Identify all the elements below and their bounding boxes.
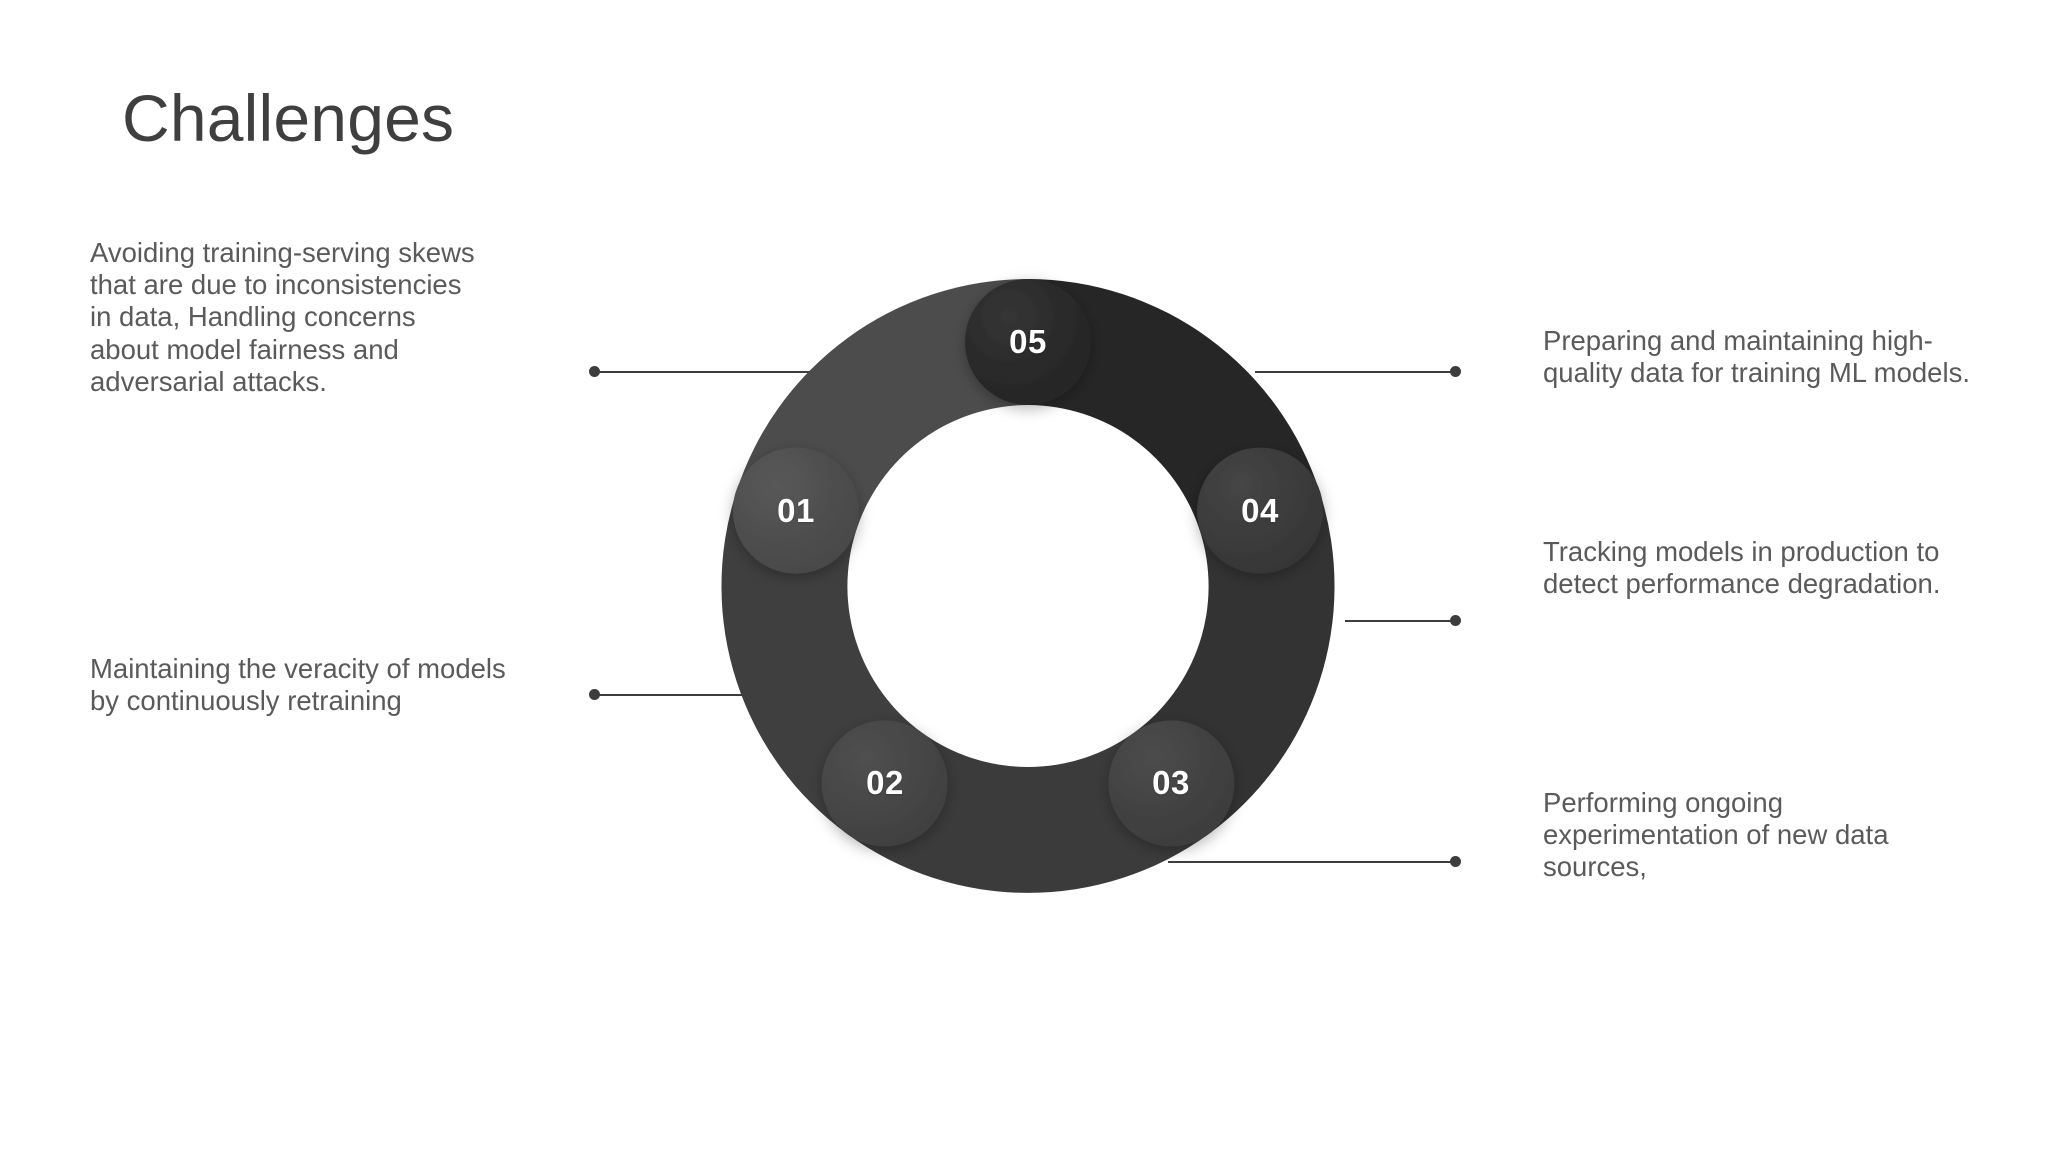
connector-line-03 [1345, 620, 1458, 622]
connector-dot-05 [1450, 856, 1461, 867]
page-title: Challenges [122, 81, 455, 155]
callout-text-04: Preparing and maintaining high-quality d… [1543, 325, 1970, 389]
connector-line-01 [597, 371, 907, 373]
connector-dot-02 [589, 689, 600, 700]
connector-dot-04 [1450, 366, 1461, 377]
callout-text-02: Maintaining the veracity of models by co… [90, 653, 506, 717]
donut-cap-03 [1108, 720, 1235, 847]
connector-line-05 [1168, 861, 1458, 863]
donut-cap-01 [732, 447, 859, 574]
connector-dot-01 [589, 366, 600, 377]
donut-cap-05 [965, 279, 1091, 405]
donut-cap-04 [1197, 447, 1324, 574]
connector-line-02 [597, 694, 762, 696]
donut-cap-02 [821, 720, 948, 847]
donut-chart-svg [721, 279, 1335, 893]
connector-line-04 [1255, 371, 1458, 373]
connector-dot-03 [1450, 615, 1461, 626]
donut-chart: 05 04 03 02 01 [710, 268, 1346, 904]
callout-text-05: Performing ongoing experimentation of ne… [1543, 787, 1889, 883]
callout-text-03: Tracking models in production to detect … [1543, 536, 1941, 600]
callout-text-01: Avoiding training-serving skews that are… [90, 237, 475, 397]
